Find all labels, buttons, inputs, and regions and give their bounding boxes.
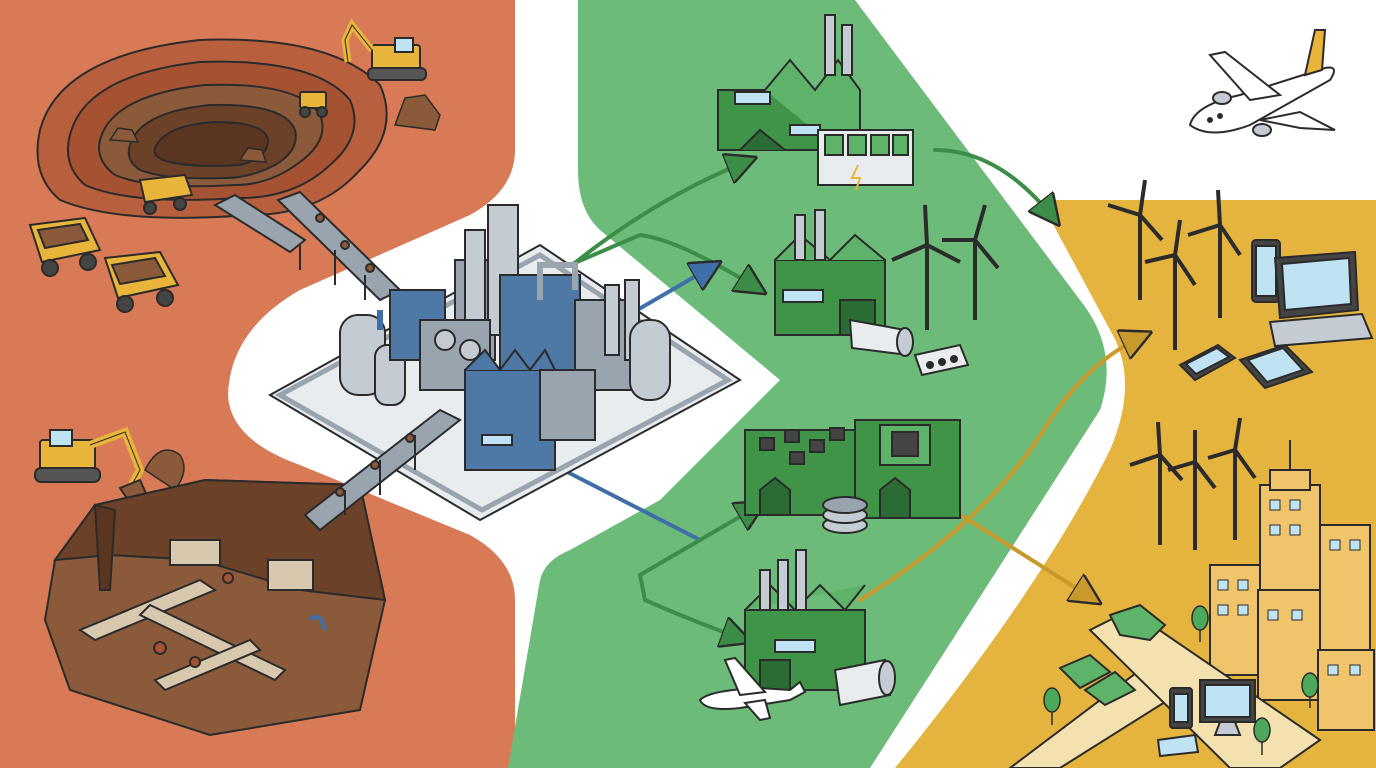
excavator-icon xyxy=(341,18,427,81)
rock-piles xyxy=(108,94,441,163)
arrow-to-battery-factory xyxy=(558,160,750,277)
phone-icon xyxy=(1178,343,1237,382)
battery-icon xyxy=(817,129,914,191)
car-icon xyxy=(1058,603,1167,707)
arrow-gold-to-turbines xyxy=(858,335,1145,602)
chip-icon xyxy=(854,419,961,519)
excavator-icon xyxy=(34,426,150,502)
tablet-icon xyxy=(1238,343,1314,390)
wind-turbine-icon xyxy=(1107,179,1257,550)
laptop-icon xyxy=(1268,250,1374,348)
conveyor-icon xyxy=(212,190,402,302)
magnet-icon xyxy=(848,318,970,377)
city-icon xyxy=(1209,440,1375,731)
arrow-to-aero-factory xyxy=(638,573,745,640)
conveyor-icon xyxy=(303,408,462,532)
tablet-icon xyxy=(1251,239,1281,303)
wafer-icon xyxy=(822,496,868,534)
phone-icon xyxy=(1169,687,1193,729)
jet-engine-icon xyxy=(833,658,896,707)
wheel-loader-icon xyxy=(299,91,328,118)
flow-arrows xyxy=(538,148,1145,640)
arrow-to-magnet-factory xyxy=(568,232,760,290)
monitor-icon xyxy=(1199,679,1256,736)
airplane-icon xyxy=(1188,29,1336,137)
factory-icon xyxy=(744,549,866,691)
haul-truck-icon xyxy=(138,173,194,215)
dirt-mound xyxy=(144,449,185,492)
wind-turbine-icon xyxy=(891,204,1000,330)
arrow-gold-to-city xyxy=(943,503,1095,600)
underground-mine-icon xyxy=(43,478,387,737)
laptop-icon xyxy=(1156,733,1200,758)
haul-truck-icon xyxy=(28,216,102,277)
haul-truck-icon xyxy=(103,250,180,313)
airplane-icon xyxy=(698,656,807,722)
arrow-to-end-use-top xyxy=(933,148,1055,220)
manufacturing-zone xyxy=(508,0,1107,768)
tree-icon xyxy=(1043,605,1319,755)
